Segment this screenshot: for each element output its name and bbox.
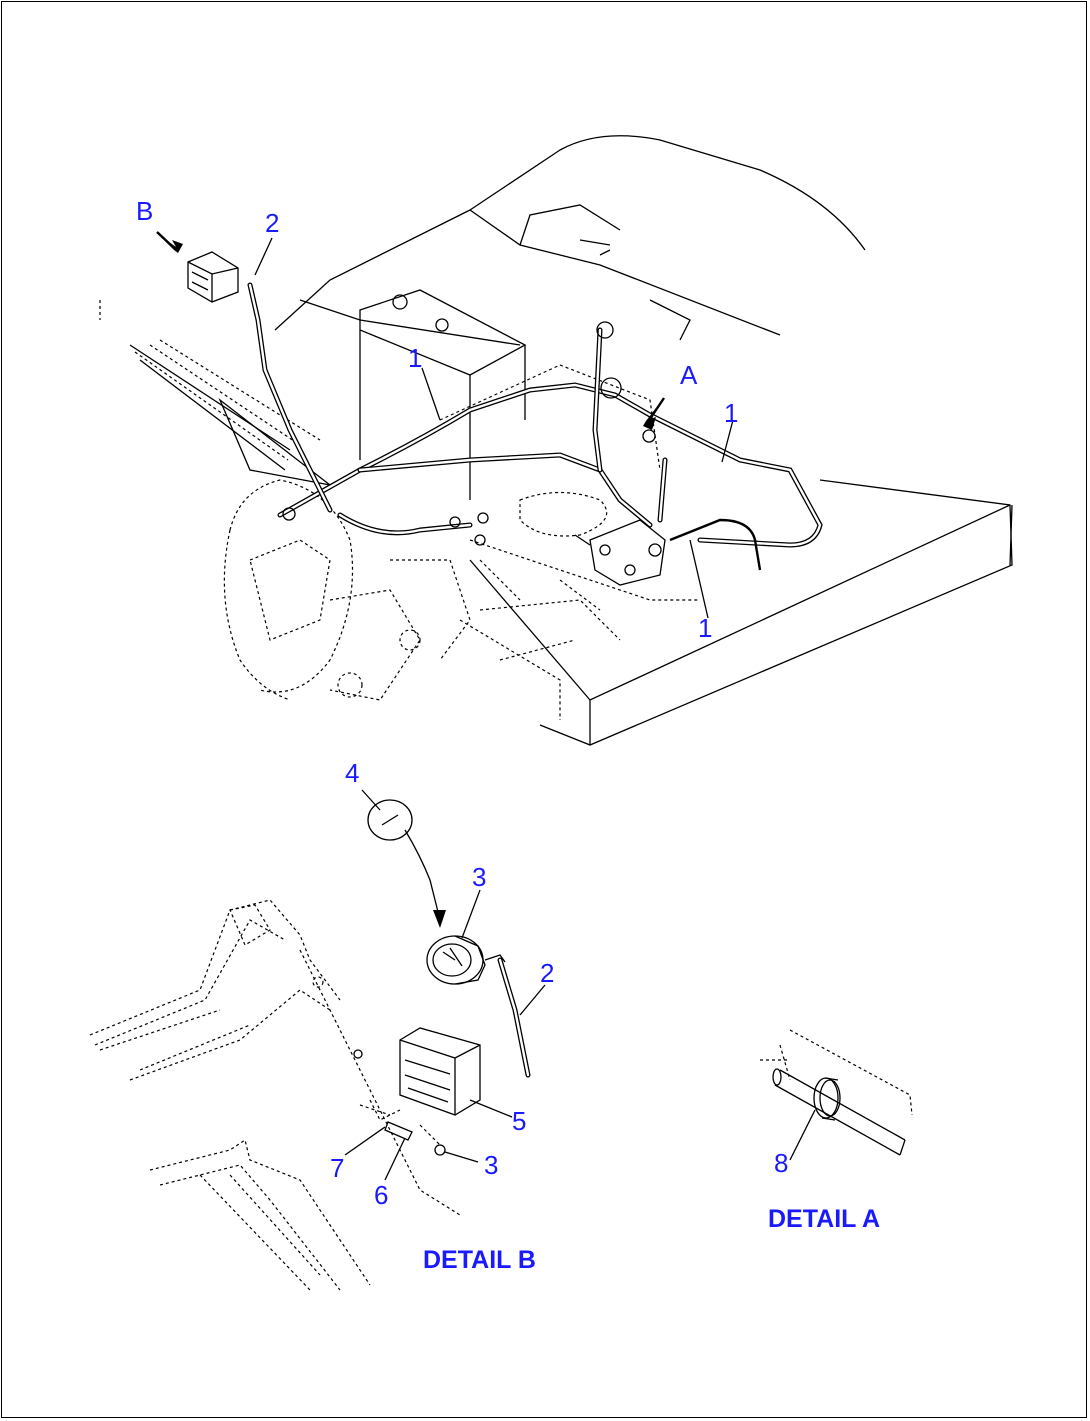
detail-a-drawing: [760, 1029, 913, 1161]
callout-6: 6: [374, 1180, 389, 1210]
upper-structure: [99, 135, 1013, 746]
view-arrow-b-label: B: [136, 196, 154, 226]
wiring-harness-main: [156, 231, 823, 619]
callout-2-detail: 2: [540, 958, 555, 988]
callout-1-battery: 1: [408, 343, 423, 373]
view-arrow-a-label: A: [680, 360, 698, 390]
callout-8: 8: [774, 1148, 789, 1178]
callout-3-horn: 3: [472, 862, 487, 892]
callout-4: 4: [345, 758, 360, 788]
callout-1-right: 1: [724, 398, 739, 428]
detail-a-title: DETAIL A: [768, 1205, 881, 1233]
callout-5: 5: [512, 1106, 527, 1136]
callout-1-bottom: 1: [698, 613, 713, 643]
callout-3-washer: 3: [484, 1150, 499, 1180]
callout-2-main: 2: [265, 208, 280, 238]
detail-b-drawing: [89, 789, 546, 1291]
callout-7: 7: [330, 1153, 345, 1183]
detail-b-title: DETAIL B: [423, 1246, 536, 1274]
